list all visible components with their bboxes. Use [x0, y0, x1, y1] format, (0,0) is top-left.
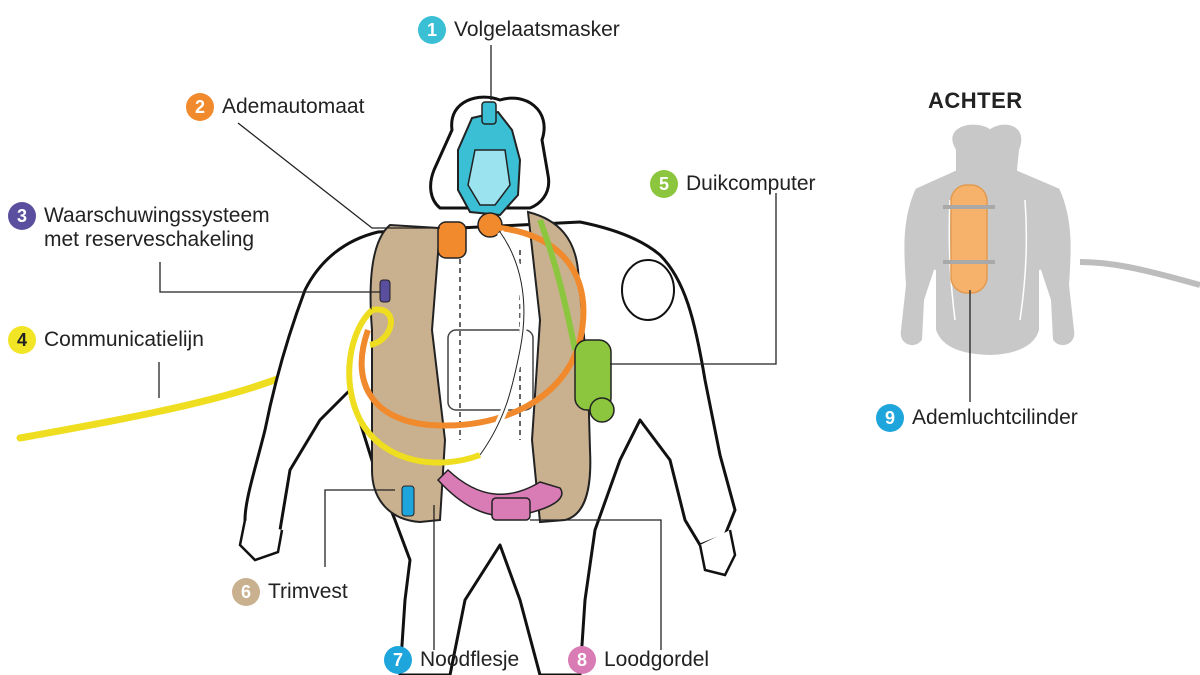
- label-waarschuwingssysteem: 3 Waarschuwingssysteem met reserveschake…: [8, 204, 304, 252]
- label-ademautomaat: 2 Ademautomaat: [186, 95, 364, 121]
- label-text-noodflesje: Noodflesje: [420, 648, 519, 672]
- label-trimvest: 6 Trimvest: [232, 580, 348, 606]
- diver-front-view: [20, 97, 735, 675]
- badge-6: 6: [232, 578, 260, 606]
- label-text-volgelaatsmasker: Volgelaatsmasker: [454, 18, 620, 42]
- badge-9: 9: [876, 404, 904, 432]
- label-text-ademluchtcilinder: Ademluchtcilinder: [912, 406, 1078, 430]
- badge-2: 2: [186, 93, 214, 121]
- back-view-heading: ACHTER: [928, 88, 1023, 114]
- label-noodflesje: 7 Noodflesje: [384, 648, 519, 674]
- badge-4: 4: [8, 326, 36, 354]
- badge-5: 5: [650, 170, 678, 198]
- badge-1: 1: [418, 16, 446, 44]
- label-text-loodgordel: Loodgordel: [604, 648, 709, 672]
- label-ademluchtcilinder: 9 Ademluchtcilinder: [876, 406, 1078, 432]
- label-communicatielijn: 4 Communicatielijn: [8, 328, 204, 354]
- label-text-trimvest: Trimvest: [268, 580, 348, 604]
- diver-back-view: [900, 124, 1200, 356]
- label-loodgordel: 8 Loodgordel: [568, 648, 709, 674]
- badge-3: 3: [8, 202, 36, 230]
- label-text-duikcomputer: Duikcomputer: [686, 172, 816, 196]
- badge-7: 7: [384, 646, 412, 674]
- badge-8: 8: [568, 646, 596, 674]
- label-text-communicatielijn: Communicatielijn: [44, 328, 204, 352]
- label-volgelaatsmasker: 1 Volgelaatsmasker: [418, 18, 620, 44]
- label-text-waarschuwingssysteem: Waarschuwingssysteem met reserveschakeli…: [44, 204, 304, 252]
- label-duikcomputer: 5 Duikcomputer: [650, 172, 816, 198]
- label-text-ademautomaat: Ademautomaat: [222, 95, 364, 119]
